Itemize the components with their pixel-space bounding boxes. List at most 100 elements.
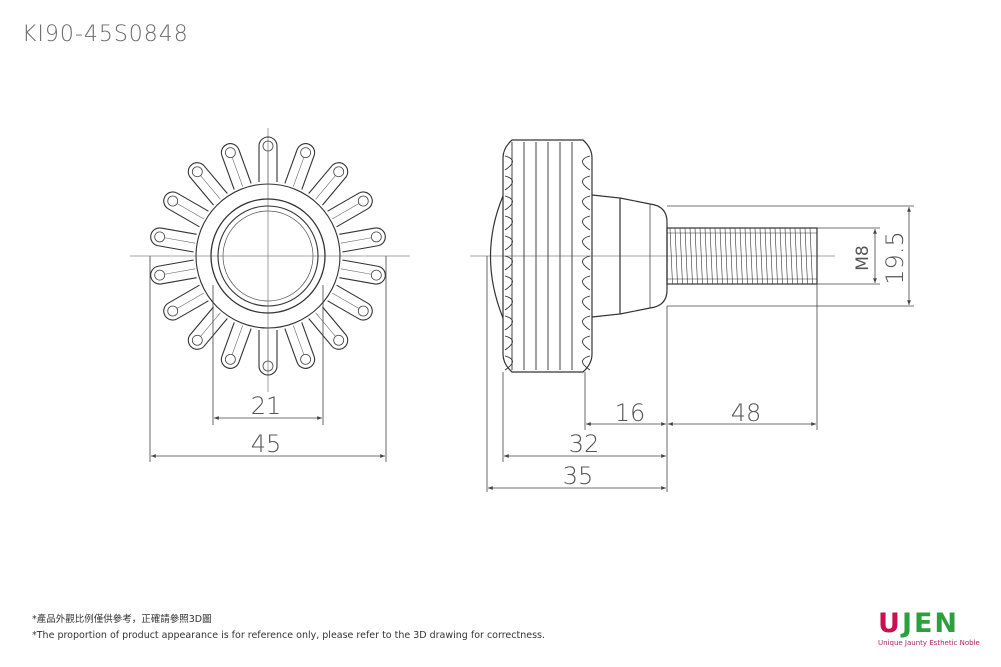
- thread-line: [764, 227, 768, 285]
- knob-lobe: [150, 259, 197, 285]
- knob-flute: [582, 295, 591, 311]
- thread-line: [734, 227, 738, 285]
- knob-dome: [489, 195, 504, 319]
- thread-line: [759, 227, 763, 285]
- knob-body: [502, 139, 593, 373]
- hub-outer-ring: [210, 198, 326, 314]
- dim-21-label: 21: [251, 392, 282, 420]
- thread-line: [794, 227, 798, 285]
- thread-line: [784, 227, 788, 285]
- knob-flute: [504, 255, 513, 271]
- knob-flute: [582, 355, 591, 371]
- part-number-title: KI90-45S0848: [22, 22, 189, 47]
- knob-flute: [582, 255, 591, 271]
- logo-tagline: Unique Jaunty Esthetic Noble: [878, 639, 980, 647]
- logo-wordmark: UJEN: [878, 610, 978, 638]
- knob-flute: [504, 355, 513, 371]
- knob-lobe: [163, 191, 209, 228]
- knob-lobes: [150, 136, 386, 376]
- thread-line: [729, 227, 733, 285]
- thread-line: [719, 227, 723, 285]
- dim-m8-label: M8: [853, 245, 873, 270]
- thread-line: [674, 227, 678, 285]
- thread-line: [744, 227, 748, 285]
- thread-line: [754, 227, 758, 285]
- note-chinese: *產品外觀比例僅供參考，正確請參照3D圖: [32, 614, 212, 625]
- knob-lobe: [284, 322, 316, 369]
- knob-flute: [582, 315, 591, 331]
- dim-19-5-label: 19.5: [881, 231, 909, 284]
- dim-16-label: 16: [615, 399, 646, 427]
- brand-logo: UJEN Unique Jaunty Esthetic Noble: [878, 610, 980, 648]
- disclaimer-notes: *產品外觀比例僅供參考，正確請參照3D圖 *The proportion of …: [32, 612, 545, 644]
- logo-letter-u: U: [878, 608, 902, 639]
- knob-lobe: [284, 143, 316, 190]
- thread-line: [804, 227, 808, 285]
- knob-lobe: [339, 227, 386, 253]
- thread-line: [809, 227, 813, 285]
- knob-lobe: [163, 284, 209, 321]
- front-dimensions: [149, 256, 387, 462]
- thread-line: [704, 227, 708, 285]
- knob-flute: [504, 215, 513, 231]
- note-english: *The proportion of product appearance is…: [32, 630, 545, 641]
- front-view: [130, 128, 410, 392]
- knob-flute: [504, 235, 513, 251]
- knob-lobe: [339, 259, 386, 285]
- thread-line: [709, 227, 713, 285]
- thread-line: [749, 227, 753, 285]
- dim-45-label: 45: [251, 430, 282, 458]
- dim-32-label: 32: [569, 430, 600, 458]
- knob-neck: [591, 194, 621, 318]
- thread-line: [779, 227, 783, 285]
- thread-line: [694, 227, 698, 285]
- knob-lobe: [258, 136, 278, 182]
- dim-35-label: 35: [563, 462, 594, 490]
- knob-lobe: [150, 227, 197, 253]
- thread-pitch-lines: [669, 227, 813, 285]
- knob-flute: [582, 195, 591, 211]
- side-view: [470, 139, 835, 373]
- knob-flute: [582, 275, 591, 291]
- thread-line: [689, 227, 693, 285]
- knob-flute: [504, 275, 513, 291]
- thread-line: [679, 227, 683, 285]
- knob-lobe: [187, 162, 228, 206]
- knob-body-outline: [195, 183, 341, 329]
- knob-flute: [582, 335, 591, 351]
- knob-flute: [504, 295, 513, 311]
- logo-letters-jen: JEN: [901, 608, 960, 639]
- thread-line: [684, 227, 688, 285]
- thread-line: [789, 227, 793, 285]
- thread-line: [714, 227, 718, 285]
- knob-lobe: [308, 162, 349, 206]
- knob-lobe: [327, 191, 373, 228]
- knob-flute: [582, 235, 591, 251]
- thread-line: [739, 227, 743, 285]
- knob-flute: [582, 175, 591, 191]
- knob-lobe: [327, 284, 373, 321]
- knob-lobe: [258, 330, 278, 376]
- knob-lobe: [187, 306, 228, 350]
- thread-line: [724, 227, 728, 285]
- thread-line: [774, 227, 778, 285]
- knob-flute: [582, 155, 591, 171]
- knob-flute: [504, 155, 513, 171]
- knob-flute: [504, 335, 513, 351]
- knob-lobe: [308, 306, 349, 350]
- knob-flute: [504, 315, 513, 331]
- thread-line: [799, 227, 803, 285]
- hub-bore: [222, 210, 314, 302]
- knob-lobe: [220, 143, 252, 190]
- side-dimensions: [486, 205, 914, 492]
- thread-line: [669, 227, 673, 285]
- thread-line: [769, 227, 773, 285]
- knob-flute: [582, 215, 591, 231]
- thread-outline: [666, 227, 818, 285]
- knob-flutes: [504, 142, 591, 371]
- knob-flute: [504, 195, 513, 211]
- knob-flute: [504, 175, 513, 191]
- thread-line: [699, 227, 703, 285]
- knob-lobe: [220, 322, 252, 369]
